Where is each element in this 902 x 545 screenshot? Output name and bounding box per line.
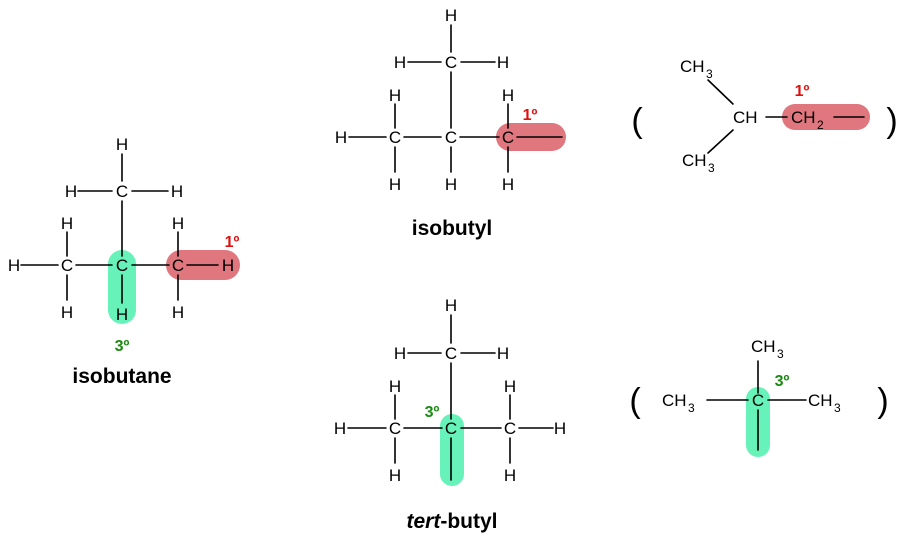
tertiary-carbon-atom: C <box>445 419 457 438</box>
hydrogen-atom: H <box>504 377 516 396</box>
tert-prefix: tert <box>407 510 442 533</box>
hydrogen-atom: H <box>497 53 509 72</box>
hydrogen-atom: H <box>389 86 401 105</box>
primary-degree-label: 1º <box>795 83 810 100</box>
hydrogen-atom: H <box>497 344 509 363</box>
subscript: 3 <box>834 401 841 415</box>
isobutyl-structure: H C C C H H H C H H H H H 1º isobutyl <box>335 6 566 240</box>
carbon-atom: C <box>116 182 128 201</box>
primary-hydrogen-atom: H <box>222 256 234 275</box>
hydrogen-atom: H <box>61 214 73 233</box>
ch3-label: CH <box>662 391 687 410</box>
methyl-group: CH 3 <box>662 391 695 415</box>
hydrogen-atom: H <box>445 6 457 25</box>
subscript: 3 <box>688 401 695 415</box>
tert-butyl-caption: tert-butyl <box>407 510 498 533</box>
primary-degree-label: 1º <box>225 234 240 251</box>
hydrogen-atom: H <box>445 175 457 194</box>
tert-butyl-structure: H C C C H H H C H H H H H 3º tert-butyl <box>334 296 566 533</box>
subscript: 3 <box>777 347 784 361</box>
open-parenthesis: ( <box>629 382 641 420</box>
methyl-group: CH 3 <box>682 151 715 175</box>
carbon-atom: C <box>445 128 457 147</box>
hydrogen-atom: H <box>554 419 566 438</box>
butyl-suffix: -butyl <box>440 510 497 533</box>
hydrogen-atom: H <box>394 344 406 363</box>
close-parenthesis: ) <box>886 102 897 140</box>
hydrogen-atom: H <box>61 303 73 322</box>
tertiary-carbon-atom: C <box>752 391 764 410</box>
hydrogen-atom: H <box>334 419 346 438</box>
hydrogen-atom: H <box>502 86 514 105</box>
ch3-label: CH <box>682 151 707 170</box>
hydrogen-atom: H <box>389 175 401 194</box>
hydrogen-atom: H <box>445 296 457 315</box>
close-parenthesis: ) <box>877 382 888 420</box>
isobutane-caption: isobutane <box>72 365 171 388</box>
tertiary-carbon-atom: C <box>116 256 128 275</box>
ch3-label: CH <box>680 57 705 76</box>
methyl-group: CH 3 <box>680 57 713 81</box>
tertiary-degree-label: 3º <box>115 338 130 355</box>
carbon-atom: C <box>504 419 516 438</box>
hydrogen-atom: H <box>116 135 128 154</box>
hydrogen-atom: H <box>502 175 514 194</box>
hydrogen-atom: H <box>389 377 401 396</box>
hydrogen-atom: H <box>335 128 347 147</box>
isobutane-structure: H C C C H H H H C H H H H H 1º 3º isobut… <box>8 135 240 388</box>
hydrogen-atom: H <box>394 53 406 72</box>
methyl-group: CH 3 <box>751 337 784 361</box>
primary-ch2-group: CH 2 <box>791 108 824 132</box>
tertiary-degree-label: 3º <box>775 373 790 390</box>
ch3-label: CH <box>751 337 776 356</box>
hydrogen-atom: H <box>504 466 516 485</box>
primary-ch2-highlight <box>782 104 870 130</box>
ch3-label: CH <box>808 391 833 410</box>
hydrogen-atom: H <box>8 256 20 275</box>
carbon-atom: C <box>445 53 457 72</box>
hydrogen-atom: H <box>171 182 183 201</box>
tertiary-hydrogen-atom: H <box>116 305 128 324</box>
tert-butyl-condensed-structure: ( ) CH 3 CH 3 CH 3 C 3º <box>629 337 889 457</box>
ch-label: CH <box>733 108 758 127</box>
subscript: 3 <box>706 67 713 81</box>
hydrogen-atom: H <box>389 466 401 485</box>
carbon-atom: C <box>61 256 73 275</box>
ch2-label: CH <box>791 108 816 127</box>
primary-carbon-atom: C <box>502 128 514 147</box>
tertiary-degree-label: 3º <box>425 404 440 421</box>
subscript: 2 <box>817 118 824 132</box>
hydrogen-atom: H <box>65 182 77 201</box>
isobutyl-condensed-structure: ( ) CH 3 CH 3 CH CH 2 1º <box>631 57 897 175</box>
carbon-atom: C <box>389 419 401 438</box>
hydrogen-atom: H <box>172 303 184 322</box>
methyl-group: CH 3 <box>808 391 841 415</box>
hydrogen-atom: H <box>172 214 184 233</box>
open-parenthesis: ( <box>631 102 643 140</box>
primary-degree-label: 1º <box>523 107 538 124</box>
tertiary-carbon-highlight <box>440 414 464 486</box>
carbon-atom: C <box>445 344 457 363</box>
isobutyl-caption: isobutyl <box>412 217 493 240</box>
carbon-atom: C <box>389 128 401 147</box>
subscript: 3 <box>708 161 715 175</box>
primary-carbon-atom: C <box>172 256 184 275</box>
